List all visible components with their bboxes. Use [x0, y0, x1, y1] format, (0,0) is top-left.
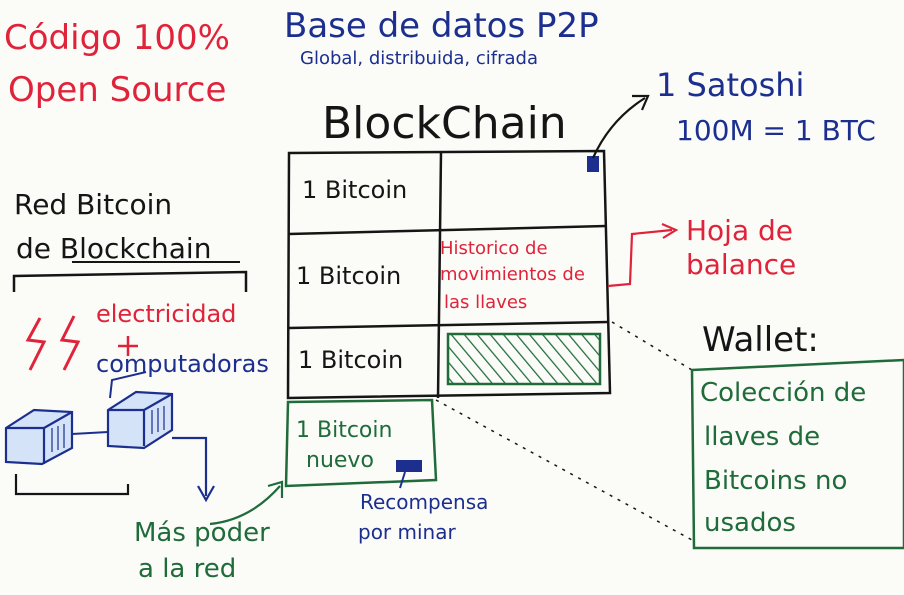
database-title: Base de datos P2P [284, 6, 599, 46]
new-block-line2: nuevo [306, 448, 374, 473]
wallet-line3: Bitcoins no [704, 466, 848, 496]
open-source-line2: Open Source [8, 70, 227, 110]
wallet-title: Wallet: [702, 320, 819, 360]
wallet-dotted-line [611, 321, 693, 371]
satoshi-equivalence: 100M = 1 BTC [676, 114, 876, 147]
history-line3: las llaves [444, 292, 528, 313]
computers-label: computadoras [96, 350, 269, 378]
hatched-cell [446, 332, 602, 386]
reward-line2: por minar [358, 520, 456, 544]
more-power-line2: a la red [138, 554, 237, 584]
reward-line1: Recompensa [360, 490, 489, 514]
electricity-label: electricidad [96, 300, 237, 328]
balance-arrow [607, 228, 673, 288]
lightning-icon [25, 317, 47, 371]
history-line1: Historico de [440, 238, 548, 259]
blockchain-title: BlockChain [322, 98, 567, 149]
more-power-line1: Más poder [134, 518, 270, 548]
computer-icon [4, 408, 74, 466]
balance-sheet-label: Hoja de balance [686, 214, 797, 281]
new-block-line1: 1 Bitcoin [296, 418, 393, 443]
wallet-line2: llaves de [704, 422, 821, 452]
computer-icon [106, 390, 174, 450]
power-arrow [209, 485, 281, 526]
table-row1: 1 Bitcoin [302, 176, 408, 204]
network-line1: Red Bitcoin [14, 188, 173, 221]
blockchain-table [286, 149, 612, 400]
satoshi-arrow [591, 97, 646, 159]
database-subtitle: Global, distribuida, cifrada [300, 48, 538, 69]
table-row2: 1 Bitcoin [296, 262, 402, 290]
table-row3: 1 Bitcoin [298, 346, 404, 374]
wallet-box [690, 358, 904, 550]
satoshi-marker [587, 156, 599, 172]
open-source-line1: Código 100% [4, 18, 230, 58]
network-bracket [12, 270, 248, 292]
wallet-line1: Colección de [700, 378, 867, 408]
new-block [284, 398, 438, 488]
satoshi-label: 1 Satoshi [656, 66, 805, 104]
history-line2: movimientos de [440, 264, 585, 285]
wallet-line4: usados [704, 508, 796, 538]
new-block-marker [396, 460, 422, 472]
network-line2: de Blockchain [16, 232, 212, 265]
